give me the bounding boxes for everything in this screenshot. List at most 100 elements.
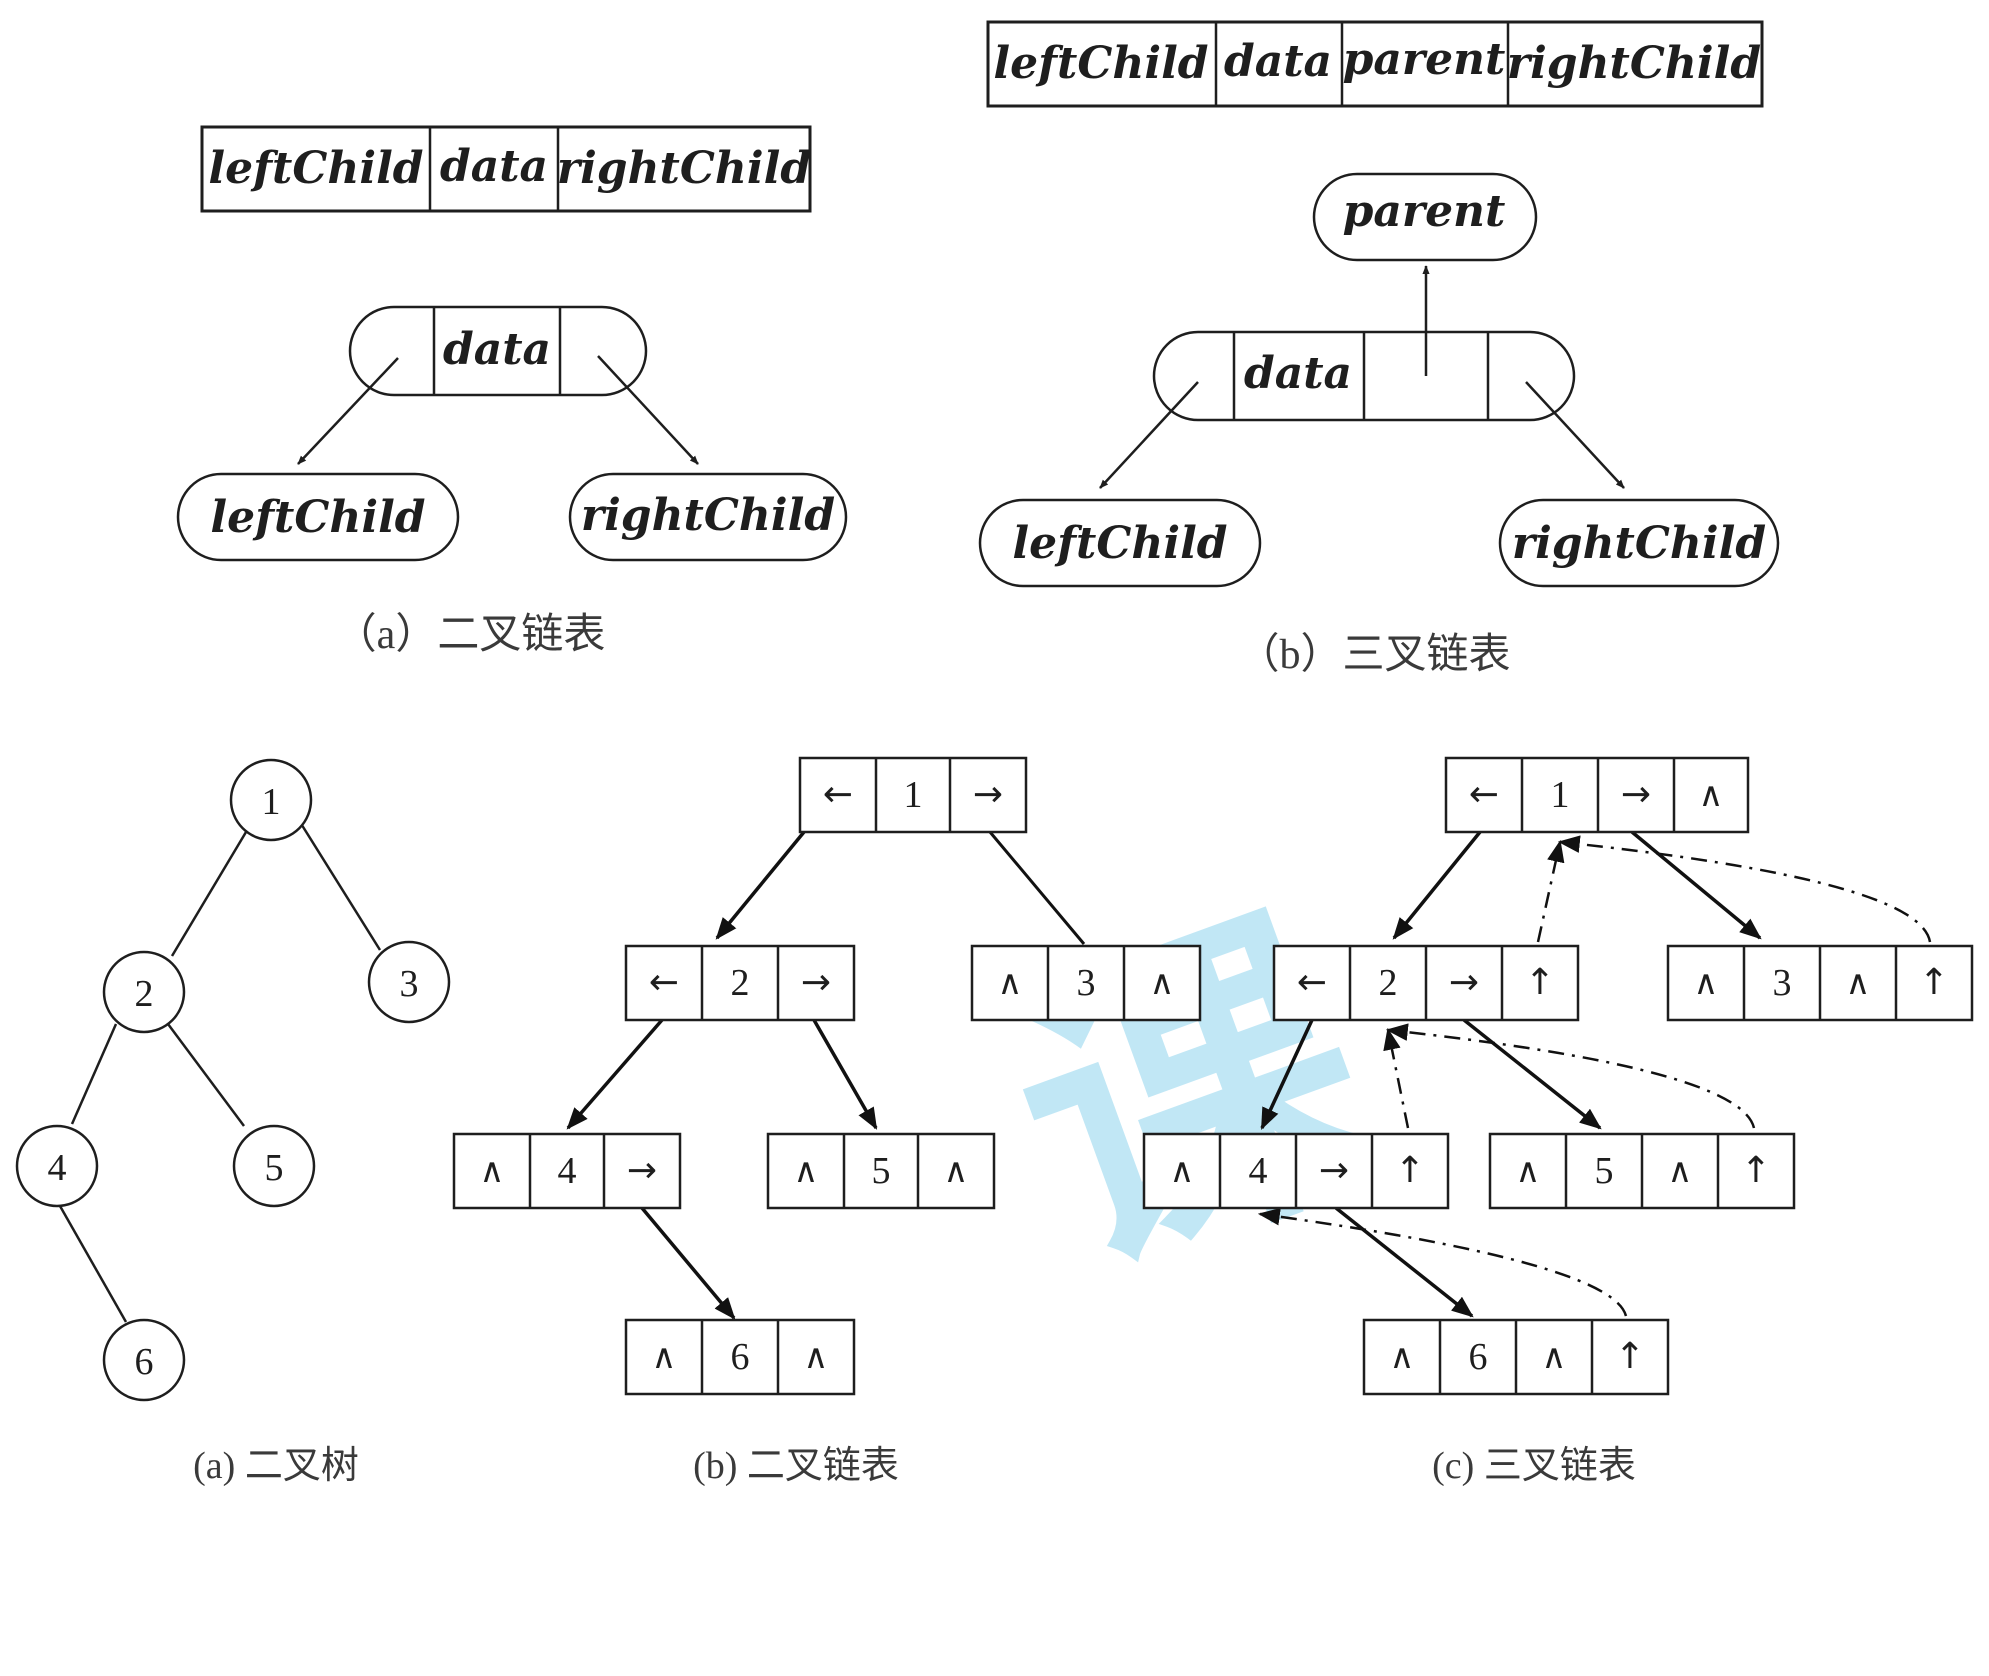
tl-node-2-left: ← <box>1297 962 1327 1003</box>
bl-node-4: ∧ 4 → <box>452 1132 682 1210</box>
tl-node-3-left: ∧ <box>1694 963 1719 1003</box>
tl-parent-2-to-1 <box>1536 839 1565 943</box>
watermark: 课 <box>971 859 1417 1334</box>
bl-arrow-2-to-4 <box>566 1018 664 1130</box>
bl-node-2: ← 2 → <box>624 944 856 1022</box>
trinary-field-rightchild: rightChild <box>1507 38 1761 89</box>
bl-node-5-left: ∧ <box>794 1151 819 1191</box>
caption-binary-structure: （a）二叉链表 <box>335 612 606 658</box>
tl-arrow-2-to-4 <box>1260 1019 1314 1130</box>
tree-node-3-label: 3 <box>400 963 419 1005</box>
tl-node-6-parent: ↑ <box>1615 1336 1645 1377</box>
trinary-left-pointer-arrow <box>1099 381 1199 489</box>
trinary-field-leftchild: leftChild <box>993 38 1208 89</box>
tl-node-1-left: ← <box>1469 774 1499 815</box>
trinary-parent-capsule <box>1312 172 1538 262</box>
tl-node-3-parent: ↑ <box>1919 962 1949 1003</box>
bl-node-3: ∧ 3 ∧ <box>970 944 1202 1022</box>
bl-node-4-left: ∧ <box>480 1151 505 1191</box>
bl-line-1-to-3 <box>988 831 1086 945</box>
tl-node-1: ← 1 → ∧ <box>1444 756 1750 834</box>
trinary-field-data: data <box>1224 36 1332 87</box>
binary-right-child-label: rightChild <box>581 490 835 541</box>
bl-node-6-right: ∧ <box>804 1337 829 1377</box>
tl-node-4-right: → <box>1319 1150 1349 1191</box>
tl-parent-6-to-4 <box>1257 1207 1628 1317</box>
tree-node-6-label: 6 <box>135 1341 154 1383</box>
tree-node-1: 1 <box>229 758 313 842</box>
tl-arrow-4-to-6 <box>1334 1206 1474 1318</box>
bl-node-5: ∧ 5 ∧ <box>766 1132 996 1210</box>
binary-node-structure: leftChild data rightChild data leftChild… <box>176 125 848 658</box>
tl-node-6-right: ∧ <box>1542 1337 1567 1377</box>
tl-node-2-right: → <box>1449 962 1479 1003</box>
bl-node-1: ← 1 → <box>798 756 1028 834</box>
bl-node-6-left: ∧ <box>652 1337 677 1377</box>
tree-node-1-label: 1 <box>262 781 281 823</box>
tree-node-4: 4 <box>15 1124 99 1208</box>
trinary-right-pointer-arrow <box>1525 381 1625 489</box>
tl-node-5-left: ∧ <box>1516 1151 1541 1191</box>
tree-node-6: 6 <box>102 1318 186 1402</box>
binary-tree: 1 2 3 4 5 6 (a) 二叉树 <box>15 758 451 1487</box>
bl-node-4-right: → <box>627 1150 657 1191</box>
trinary-node-structure: leftChild data parent rightChild parent … <box>978 20 1780 678</box>
tl-node-5-parent: ↑ <box>1741 1150 1771 1191</box>
tl-node-5-right: ∧ <box>1668 1151 1693 1191</box>
bl-node-3-right: ∧ <box>1150 963 1175 1003</box>
bl-node-1-right: → <box>973 774 1003 815</box>
tl-node-3-right: ∧ <box>1846 963 1871 1003</box>
tree-node-5: 5 <box>232 1124 316 1208</box>
tl-node-1-parent: ∧ <box>1699 775 1724 815</box>
tl-node-1-data: 1 <box>1551 774 1570 816</box>
trinary-field-parent: parent <box>1343 34 1506 85</box>
bl-node-1-data: 1 <box>904 774 923 816</box>
binary-node-capsule <box>348 305 648 397</box>
tree-node-3: 3 <box>367 940 451 1024</box>
bl-node-5-right: ∧ <box>944 1151 969 1191</box>
tl-node-6: ∧ 6 ∧ ↑ <box>1362 1318 1670 1396</box>
binary-right-pointer-arrow <box>597 355 699 465</box>
tl-node-4-left: ∧ <box>1170 1151 1195 1191</box>
tl-node-5-data: 5 <box>1595 1150 1614 1192</box>
trinary-node-data-label: data <box>1244 348 1352 399</box>
tl-node-3: ∧ 3 ∧ ↑ <box>1666 944 1974 1022</box>
tl-node-2-data: 2 <box>1379 962 1398 1004</box>
caption-trinary-structure: （b）三叉链表 <box>1237 632 1510 678</box>
bl-node-4-data: 4 <box>558 1150 577 1192</box>
bl-node-2-data: 2 <box>731 962 750 1004</box>
tl-node-4-data: 4 <box>1249 1150 1268 1192</box>
binary-fields-box <box>200 125 812 213</box>
tl-node-1-right: → <box>1621 774 1651 815</box>
bl-node-6: ∧ 6 ∧ <box>624 1318 856 1396</box>
tl-arrow-2-to-5 <box>1462 1018 1602 1130</box>
tl-parent-4-to-2 <box>1383 1027 1410 1129</box>
binary-left-pointer-arrow <box>297 357 399 465</box>
bl-node-2-left: ← <box>649 962 679 1003</box>
trinary-fields-box <box>986 20 1764 108</box>
binary-linked-list: ← 1 → ← 2 → ∧ 3 ∧ ∧ 4 → <box>452 756 1202 1487</box>
tl-node-3-data: 3 <box>1773 962 1792 1004</box>
caption-binary-linked-list: (b) 二叉链表 <box>693 1445 899 1487</box>
tl-parent-5-to-2 <box>1385 1023 1756 1129</box>
binary-field-data: data <box>440 141 548 192</box>
binary-left-child-capsule <box>176 472 460 562</box>
bl-node-2-right: → <box>801 962 831 1003</box>
tree-node-2-label: 2 <box>135 973 154 1015</box>
bl-arrow-2-to-5 <box>812 1019 878 1130</box>
bl-arrow-4-to-6 <box>640 1206 736 1320</box>
caption-binary-tree: (a) 二叉树 <box>193 1445 359 1487</box>
bl-node-1-left: ← <box>823 774 853 815</box>
bl-node-6-data: 6 <box>731 1336 750 1378</box>
tl-arrow-1-to-3 <box>1630 830 1762 940</box>
binary-right-child-capsule <box>568 472 848 562</box>
tree-node-4-label: 4 <box>48 1147 67 1189</box>
tl-node-2-parent: ↑ <box>1525 962 1555 1003</box>
tl-node-6-left: ∧ <box>1390 1337 1415 1377</box>
trinary-right-child-label: rightChild <box>1512 518 1766 569</box>
tree-node-2: 2 <box>102 950 186 1034</box>
tree-node-5-label: 5 <box>265 1147 284 1189</box>
binary-node-data-label: data <box>443 324 551 375</box>
binary-field-leftchild: leftChild <box>208 143 423 194</box>
